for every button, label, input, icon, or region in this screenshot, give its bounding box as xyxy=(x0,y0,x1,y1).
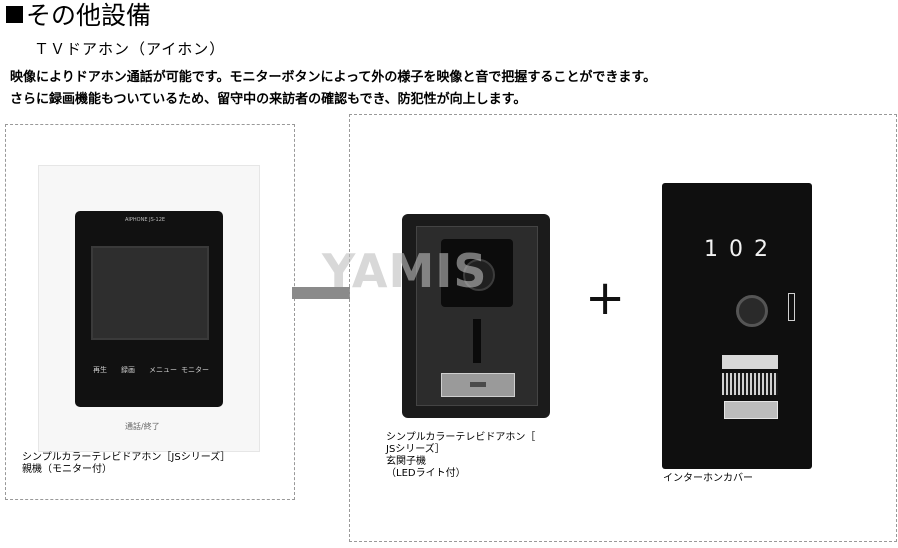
door-station-frame xyxy=(349,114,897,542)
door-station-caption-line-3: 玄関子機 xyxy=(386,456,426,467)
monitor-call-label: 通話/終了 xyxy=(125,422,160,431)
monitor-caption-line-1: シンプルカラーテレビドアホン［JSシリーズ］ xyxy=(22,452,231,463)
door-station-caption-line-1: シンプルカラーテレビドアホン［ xyxy=(386,432,536,443)
plus-icon: + xyxy=(585,270,626,326)
door-station-call-button[interactable] xyxy=(441,373,515,397)
page-title: その他設備 xyxy=(6,0,151,32)
monitor-unit-device: AIPHONE JS-12E 再生 録画 メニュー モニター xyxy=(75,211,223,407)
monitor-unit-panel: AIPHONE JS-12E 再生 録画 メニュー モニター 通話/終了 xyxy=(38,165,260,452)
monitor-button-playback[interactable]: 再生 xyxy=(93,366,107,374)
cover-led-indicator xyxy=(788,293,795,321)
room-number: 1 0 2 xyxy=(704,237,770,262)
door-station-camera-window xyxy=(441,239,513,307)
watermark: YAMIS xyxy=(322,244,488,298)
door-station-caption-line-4: （LEDライト付） xyxy=(386,468,466,479)
monitor-screen xyxy=(91,246,209,340)
page-title-text: その他設備 xyxy=(26,1,152,30)
connector-bar xyxy=(292,287,350,299)
door-station-device xyxy=(402,214,550,418)
cover-camera-lens-icon xyxy=(736,295,768,327)
description-line-1: 映像によりドアホン通話が可能です。モニターボタンによって外の様子を映像と音で把握… xyxy=(10,70,657,85)
door-station-faceplate xyxy=(416,226,538,406)
cover-call-button[interactable] xyxy=(724,401,778,419)
monitor-button-monitor[interactable]: モニター xyxy=(181,366,209,374)
cover-light-panel xyxy=(722,355,778,369)
door-station-caption-line-2: JSシリーズ］ xyxy=(386,444,445,455)
description-line-2: さらに録画機能もついているため、留守中の来訪者の確認もでき、防犯性が向上します。 xyxy=(10,92,527,107)
square-bullet-icon xyxy=(6,6,23,23)
product-name: ＴＶドアホン（アイホン） xyxy=(34,40,226,58)
monitor-unit-frame xyxy=(5,124,295,500)
cover-caption: インターホンカバー xyxy=(663,473,753,484)
door-station-speaker-slot xyxy=(473,319,481,363)
monitor-button-record[interactable]: 録画 xyxy=(121,366,135,374)
intercom-cover-plate: 1 0 2 xyxy=(662,183,812,469)
camera-lens-icon xyxy=(463,259,495,291)
monitor-button-row: 再生 録画 メニュー モニター xyxy=(87,365,211,377)
door-station-caption: シンプルカラーテレビドアホン［ JSシリーズ］ 玄関子機 （LEDライト付） xyxy=(386,432,535,480)
monitor-caption: シンプルカラーテレビドアホン［JSシリーズ］ 親機（モニター付） xyxy=(22,452,230,476)
monitor-button-menu[interactable]: メニュー xyxy=(149,366,177,374)
nameplate-icon xyxy=(470,382,486,387)
cover-speaker-grille xyxy=(722,373,778,395)
monitor-brand-label: AIPHONE JS-12E xyxy=(125,217,166,223)
monitor-caption-line-2: 親機（モニター付） xyxy=(22,464,112,475)
